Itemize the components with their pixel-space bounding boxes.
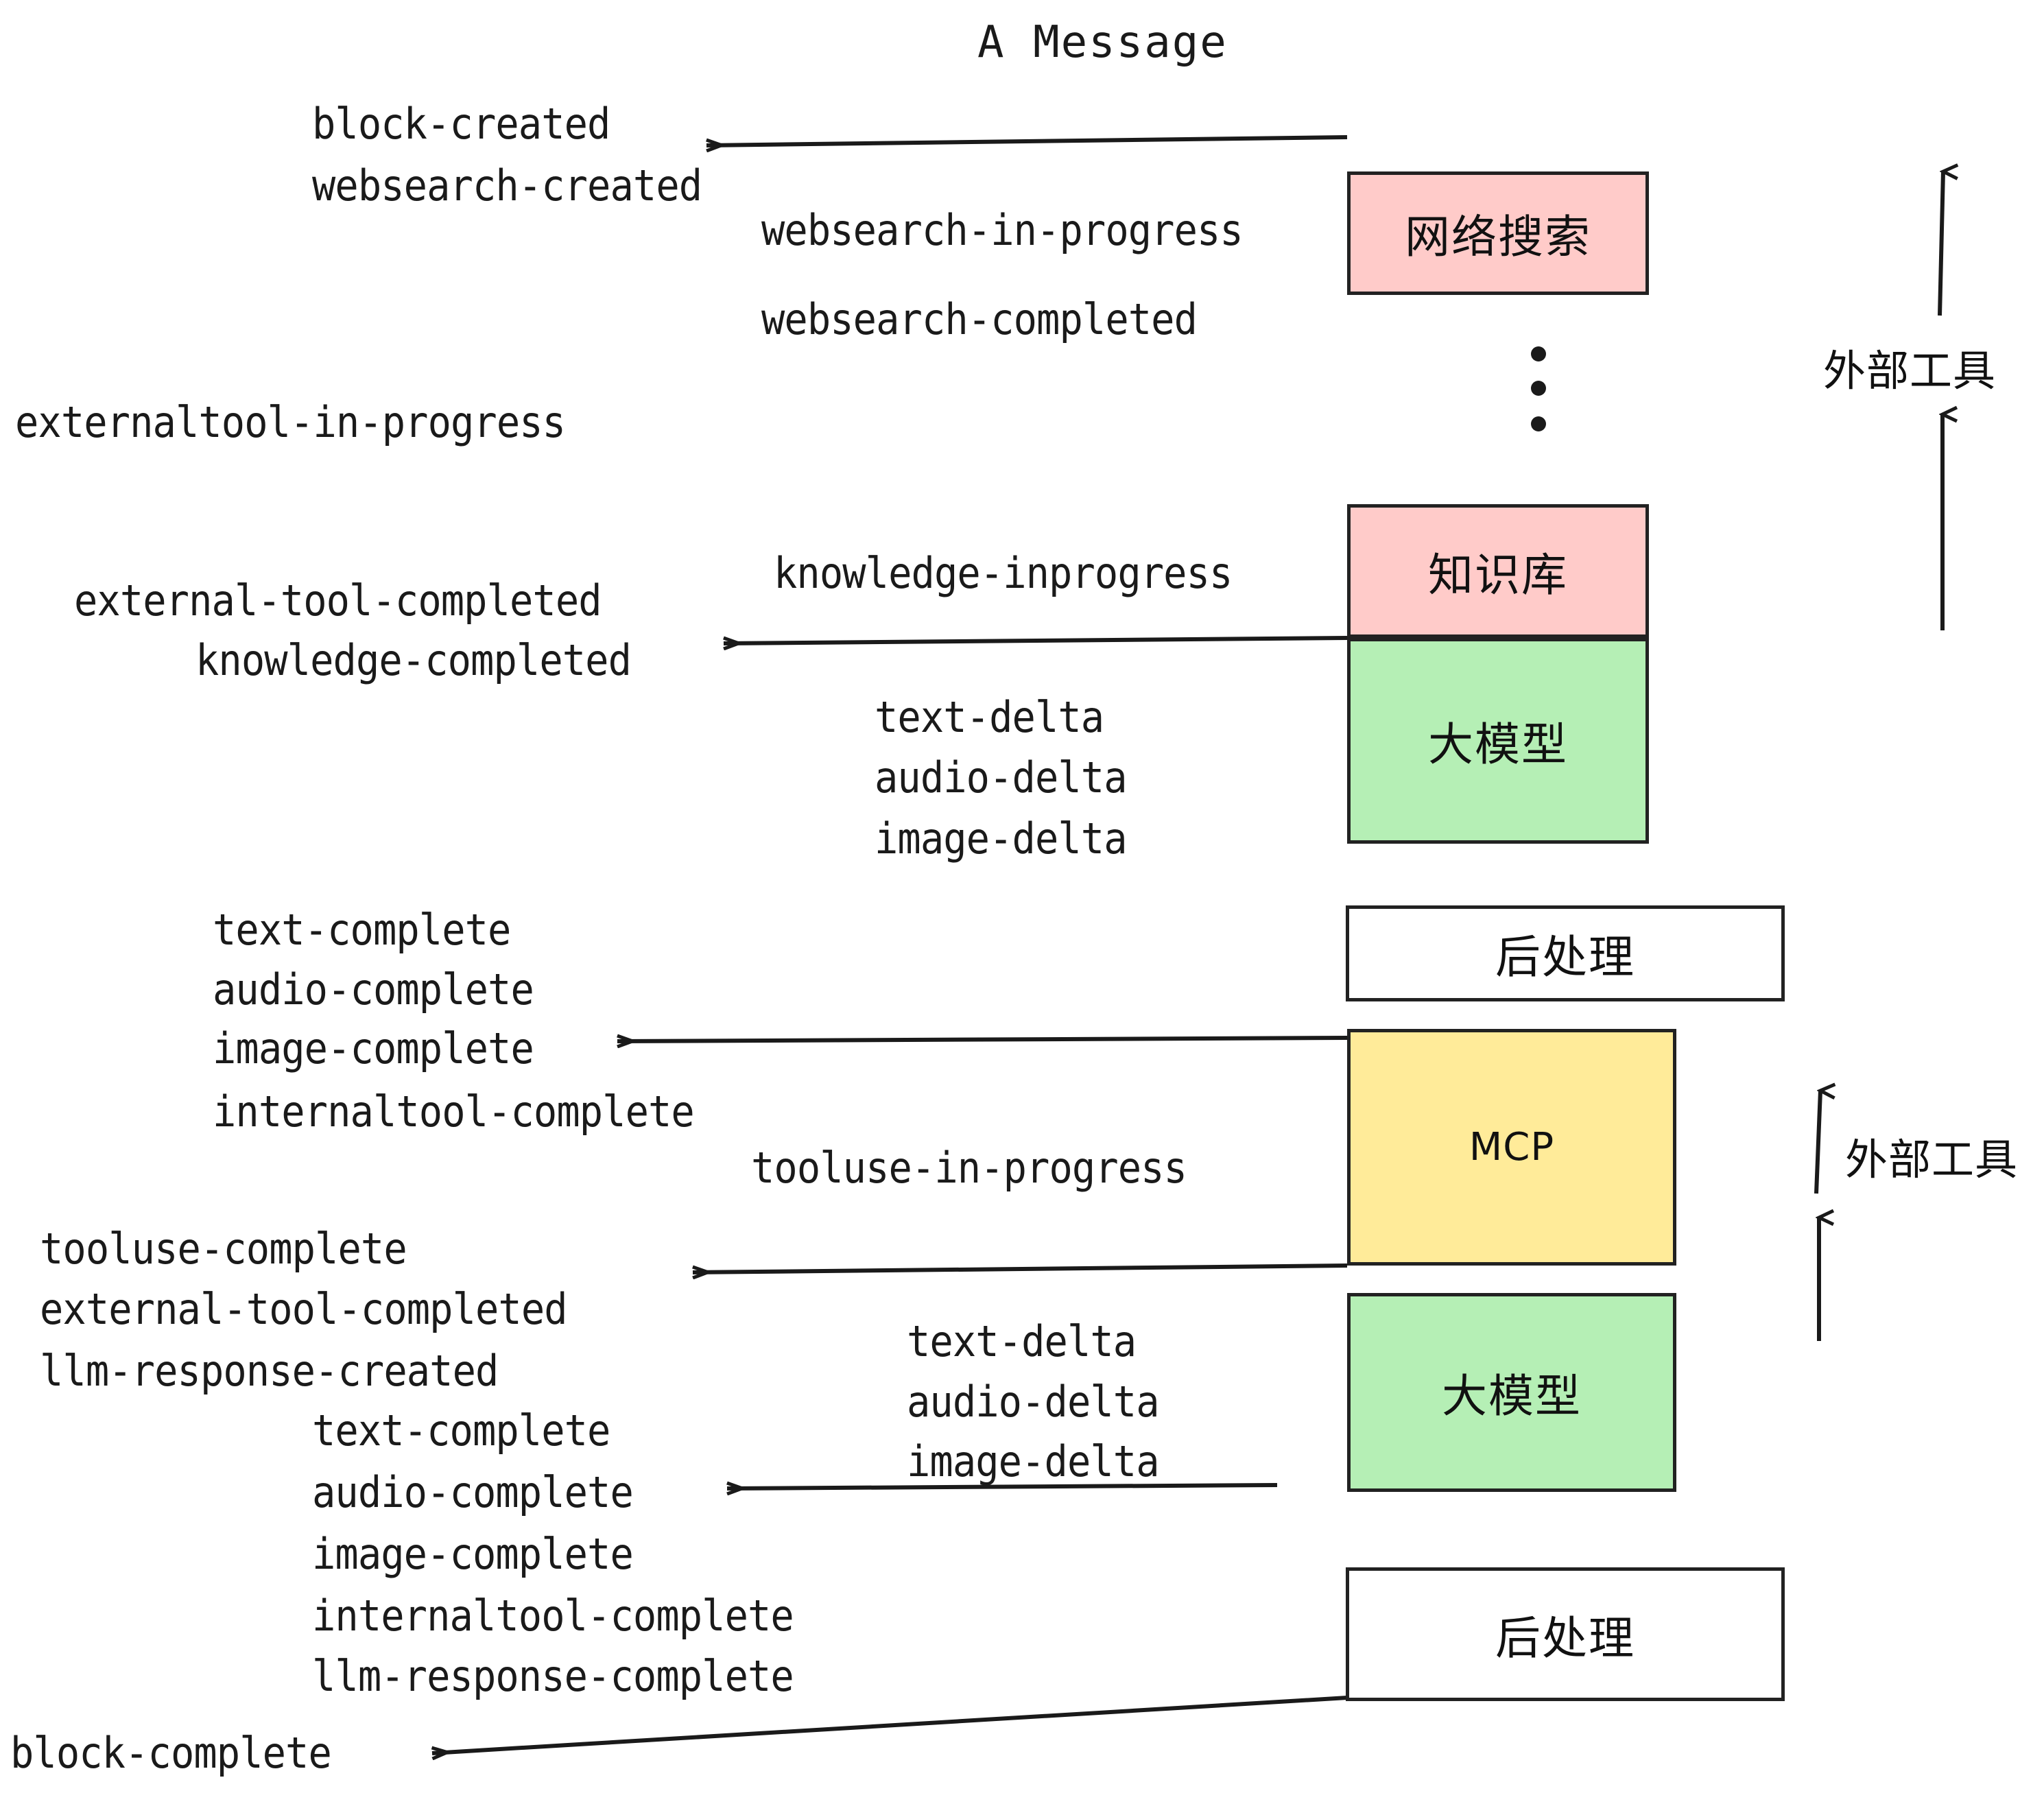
ellipsis-dot-2	[1531, 381, 1546, 396]
box-llm-bottom-label: 大模型	[1442, 1370, 1582, 1423]
event-websearch-in-progress: websearch-in-progress	[761, 205, 1244, 255]
event-image-delta-2: image-delta	[907, 1436, 1160, 1486]
box-knowledge-label: 知识库	[1428, 548, 1568, 602]
ellipsis-dot-3	[1531, 416, 1546, 431]
arrow-llm-to-audiocomplete	[727, 1485, 1278, 1488]
arrow-postprocess-to-blockcomplete	[432, 1696, 1348, 1753]
event-external-tool-completed-2: external-tool-completed	[40, 1284, 568, 1334]
event-externaltool-in-progress: externaltool-in-progress	[15, 397, 566, 447]
box-mcp-label: MCP	[1469, 1125, 1555, 1170]
event-image-delta-1: image-delta	[875, 814, 1128, 864]
event-external-tool-completed-1: external-tool-completed	[74, 575, 602, 626]
event-image-complete-2: image-complete	[312, 1529, 634, 1579]
box-llm-top-label: 大模型	[1428, 718, 1568, 771]
event-internaltool-complete-2: internaltool-complete	[312, 1591, 794, 1641]
box-llm-top[interactable]: 大模型	[1347, 638, 1649, 844]
event-block-created: block-created	[312, 99, 610, 149]
arrow-mcp-to-toolusecomplete	[693, 1263, 1348, 1272]
event-audio-complete-1: audio-complete	[213, 964, 534, 1014]
event-block-complete: block-complete	[10, 1728, 332, 1778]
box-websearch-label: 网络搜索	[1405, 211, 1591, 263]
arrow-websearch-to-blockcreated	[706, 135, 1348, 145]
event-tooluse-complete: tooluse-complete	[40, 1224, 407, 1274]
event-image-complete-1: image-complete	[213, 1023, 534, 1073]
event-llm-response-created: llm-response-created	[40, 1346, 499, 1396]
side-label-external-tools-top: 外部工具	[1823, 346, 1997, 396]
side-label-external-tools-bottom: 外部工具	[1845, 1135, 2019, 1185]
arrow-postprocess-to-imagecomplete	[617, 1038, 1348, 1041]
box-websearch[interactable]: 网络搜索	[1347, 171, 1649, 295]
box-knowledge[interactable]: 知识库	[1347, 504, 1649, 638]
event-text-complete-2: text-complete	[312, 1405, 610, 1456]
event-audio-complete-2: audio-complete	[312, 1467, 634, 1517]
box-mcp[interactable]: MCP	[1347, 1029, 1676, 1266]
event-audio-delta-1: audio-delta	[875, 752, 1128, 803]
box-postprocess-top-label: 后处理	[1495, 931, 1635, 984]
event-llm-response-complete: llm-response-complete	[312, 1651, 794, 1701]
event-websearch-created: websearch-created	[312, 161, 702, 211]
ellipsis-dot-1	[1531, 346, 1546, 361]
event-audio-delta-2: audio-delta	[907, 1377, 1160, 1427]
box-llm-bottom[interactable]: 大模型	[1347, 1293, 1676, 1492]
external-tools-arrow-up-top	[1938, 171, 1943, 316]
arrow-knowledge-to-knowledgecompleted	[724, 636, 1348, 643]
diagram-title: A Message	[977, 17, 1228, 68]
external-tools-arrow-up-bottom	[1814, 1091, 1820, 1194]
event-internaltool-complete-1: internaltool-complete	[213, 1087, 695, 1137]
event-knowledge-inprogress: knowledge-inprogress	[774, 548, 1233, 598]
event-knowledge-completed: knowledge-completed	[195, 635, 632, 685]
box-postprocess-bottom-label: 后处理	[1495, 1611, 1635, 1665]
box-postprocess-bottom[interactable]: 后处理	[1346, 1567, 1785, 1701]
event-text-delta-1: text-delta	[875, 692, 1104, 742]
event-text-complete-1: text-complete	[213, 905, 511, 955]
event-tooluse-in-progress: tooluse-in-progress	[751, 1143, 1187, 1193]
event-text-delta-2: text-delta	[907, 1316, 1137, 1366]
event-websearch-completed: websearch-completed	[761, 294, 1198, 344]
box-postprocess-top[interactable]: 后处理	[1346, 905, 1785, 1001]
